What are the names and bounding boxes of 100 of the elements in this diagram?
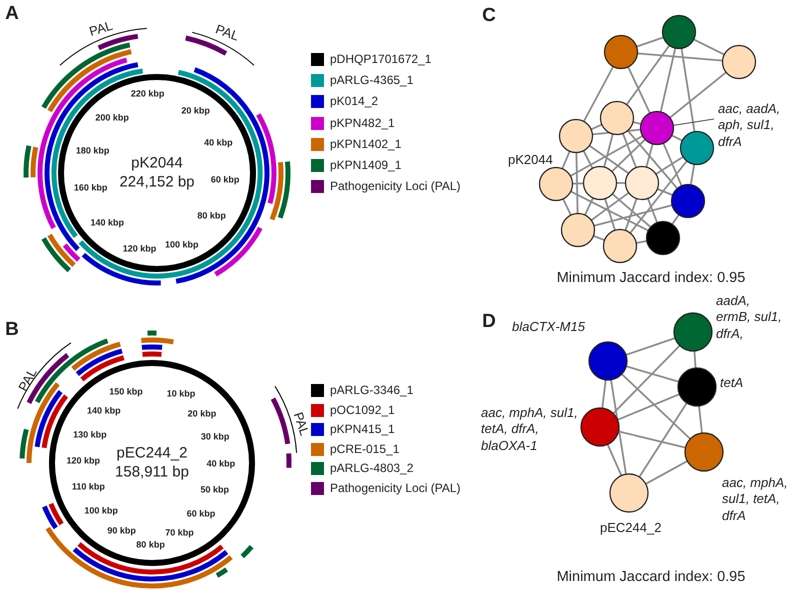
scale-label: 120 kbp [66, 454, 100, 466]
legend-label: pKPN482_1 [330, 116, 395, 131]
scale-label: 120 kbp [122, 243, 156, 254]
plasmid-name: pEC244_2 [600, 520, 662, 536]
network-edge [660, 48, 676, 112]
gene-list: aac, aadA, aph, sul1, dfrA [718, 101, 796, 150]
network-edge [680, 48, 696, 132]
plasmid-node [677, 367, 717, 407]
network-edge [572, 182, 584, 184]
network-edge [630, 160, 688, 234]
network-edge [576, 152, 578, 214]
network-edge [594, 204, 672, 227]
network-edge [626, 337, 676, 356]
network-edge [638, 402, 688, 478]
scale-label: 70 kbp [165, 528, 194, 539]
scale-label: 60 kbp [210, 174, 240, 186]
network-edge [645, 460, 688, 485]
plasmid-node [670, 184, 706, 218]
network-edge [588, 144, 630, 174]
legend-label: pKPN1409_1 [330, 158, 402, 173]
scale-label: 180 kbp [76, 145, 110, 156]
plasmid-node [684, 432, 724, 472]
network-edge [636, 240, 647, 244]
legend-label: pKPN1402_1 [330, 136, 402, 152]
plasmid-node [600, 100, 634, 136]
scale-label: 150 kbp [109, 386, 143, 398]
scale-label: 30 kbp [200, 432, 230, 444]
network-edge [637, 52, 723, 62]
network-edge [693, 38, 725, 56]
scale-label: 140 kbp [90, 217, 124, 228]
legend-label: pK014_2 [330, 94, 378, 110]
scale-label: 110 kbp [72, 482, 105, 494]
network-edge [593, 235, 605, 241]
caption-text: Minimum Jaccard index: 0.95 [556, 268, 746, 288]
network-edge [583, 66, 614, 122]
plasmid-node [580, 407, 620, 447]
plasmid-node [609, 473, 649, 513]
panel-letter: B [5, 318, 19, 342]
network-edge [626, 44, 670, 106]
network-edge [657, 188, 673, 196]
plasmid-node [538, 166, 574, 202]
legend-label: pDHQP1701672_1 [330, 52, 432, 67]
scale-label: 140 kbp [87, 406, 121, 417]
scale-label: 100 kbp [165, 239, 199, 251]
scale-label: 40 kbp [204, 137, 233, 149]
network-edge [612, 193, 652, 228]
scale-label: 160 kbp [74, 182, 108, 194]
network-edge [612, 344, 680, 414]
plasmid-node [558, 118, 594, 154]
network-edge [621, 373, 691, 440]
plasmid-node [604, 34, 638, 70]
network-edge [627, 66, 651, 114]
network-edge [671, 214, 680, 225]
network-edge [647, 198, 658, 223]
network-edge [645, 144, 654, 168]
network-edge [561, 150, 571, 170]
network-edge [636, 36, 664, 48]
legend-label: pARLG-4365_1 [330, 73, 414, 88]
gene-list: blaCTX-M15 [512, 319, 585, 336]
network-edge [582, 150, 594, 169]
plasmid-node [624, 166, 660, 200]
caption-text: Minimum Jaccard index: 0.95 [556, 568, 746, 586]
plasmid-node [722, 44, 756, 80]
network-edge [584, 198, 594, 216]
network-edge [590, 124, 602, 130]
network-edge [606, 444, 622, 476]
legend-label: Pathogenicity Loci (PAL) [330, 480, 461, 496]
network-edge [601, 380, 607, 408]
gene-list: aadA, ermB, sul1, dfrA, [716, 293, 788, 342]
region-label: PAL [290, 410, 312, 438]
network-edge [698, 406, 703, 434]
gene-list: aac, mphA, sul1, tetA, dfrA [722, 475, 800, 524]
region-label: PAL [15, 366, 41, 394]
network-edge [570, 190, 649, 232]
network-edge [626, 365, 680, 383]
panel-letter: A [5, 2, 19, 26]
plasmid-node [560, 212, 596, 248]
plasmid-node [673, 312, 713, 352]
plasmid-title: pK2044 224,152 bp [118, 154, 196, 192]
region-label: PAL [213, 21, 241, 45]
network-edge [610, 380, 627, 474]
plasmid-node [582, 166, 618, 200]
network-edge [622, 133, 637, 168]
scale-label: 50 kbp [200, 484, 229, 496]
leader-line [672, 118, 714, 126]
network-edge [562, 198, 572, 216]
plasmid-name: pK2044 [508, 152, 553, 168]
network-edge [618, 430, 686, 448]
plasmid-node [602, 228, 638, 264]
panel-letter: C [482, 4, 496, 28]
scale-label: 20 kbp [188, 408, 216, 420]
scale-label: 20 kbp [181, 106, 210, 117]
scale-label: 10 kbp [166, 388, 196, 400]
network-edge [690, 164, 696, 185]
plasmid-title: pEC244_2 158,911 bp [114, 444, 190, 482]
legend-label: pCRE-015_1 [330, 442, 400, 456]
legend-label: pKPN415_1 [330, 422, 395, 437]
network-edge [662, 142, 682, 186]
gene-list: tetA [720, 375, 744, 392]
scale-label: 200 kbp [95, 112, 129, 124]
